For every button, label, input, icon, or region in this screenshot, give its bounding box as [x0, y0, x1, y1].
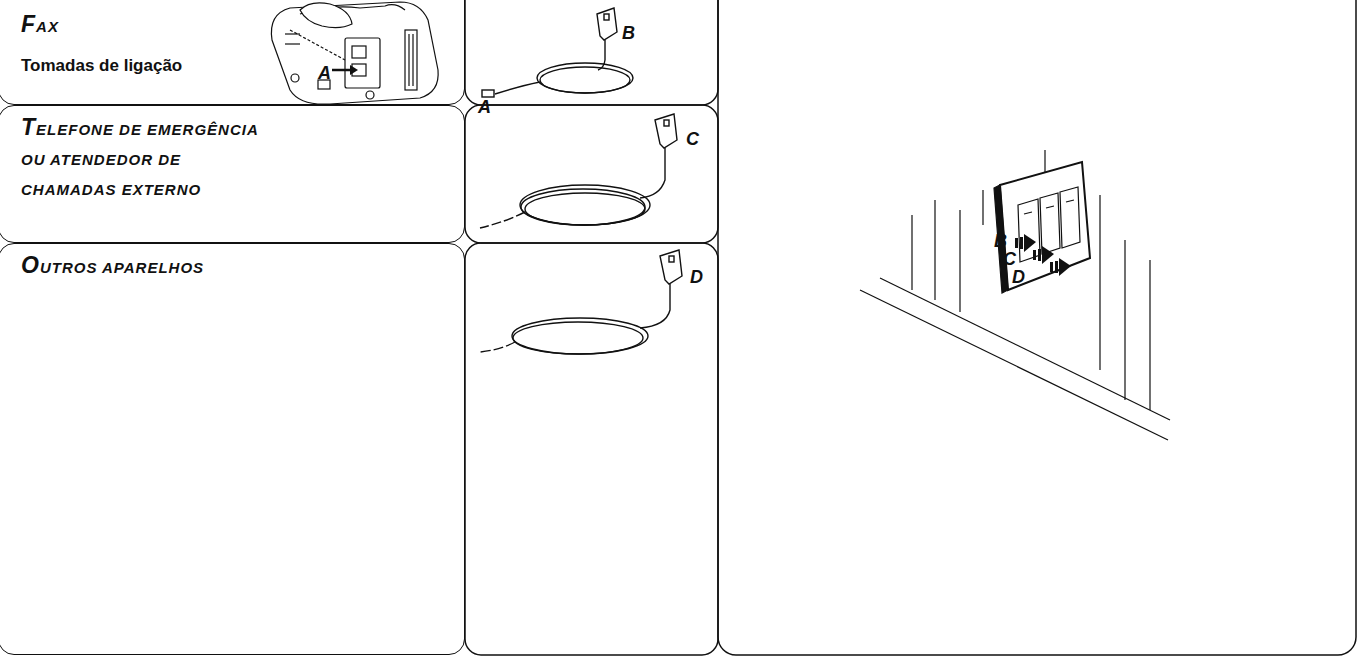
cable — [480, 114, 677, 228]
callout-letter: D — [690, 268, 703, 286]
callout-letter: C — [1003, 250, 1016, 268]
row-panel: FAX Tomadas de ligação — [0, 0, 465, 105]
callout-letter: D — [1012, 268, 1025, 286]
callout-letter: B — [622, 24, 635, 42]
row-panel: TELEFONE DE EMERGÊNCIA OU ATENDEDOR DE C… — [0, 105, 465, 243]
cable — [480, 250, 682, 354]
cell-frame — [465, 105, 718, 243]
callout-letter: A — [318, 64, 331, 82]
cell-frame — [465, 0, 718, 105]
fax-device — [271, 2, 438, 104]
cable — [482, 8, 633, 97]
wall-socket — [860, 150, 1170, 440]
callout-letter: B — [994, 232, 1007, 250]
row-heading: OUTROS APARELHOS — [21, 250, 271, 283]
callout-letter: C — [686, 130, 699, 148]
panel-frame — [718, 0, 1356, 655]
row-subheading: Tomadas de ligação — [21, 56, 448, 76]
row-heading: TELEFONE DE EMERGÊNCIA OU ATENDEDOR DE C… — [21, 112, 271, 205]
cell-frame — [465, 243, 718, 655]
row-panel: OUTROS APARELHOS — [0, 243, 465, 655]
callout-letter: A — [478, 98, 491, 116]
row-heading: FAX — [21, 9, 271, 42]
